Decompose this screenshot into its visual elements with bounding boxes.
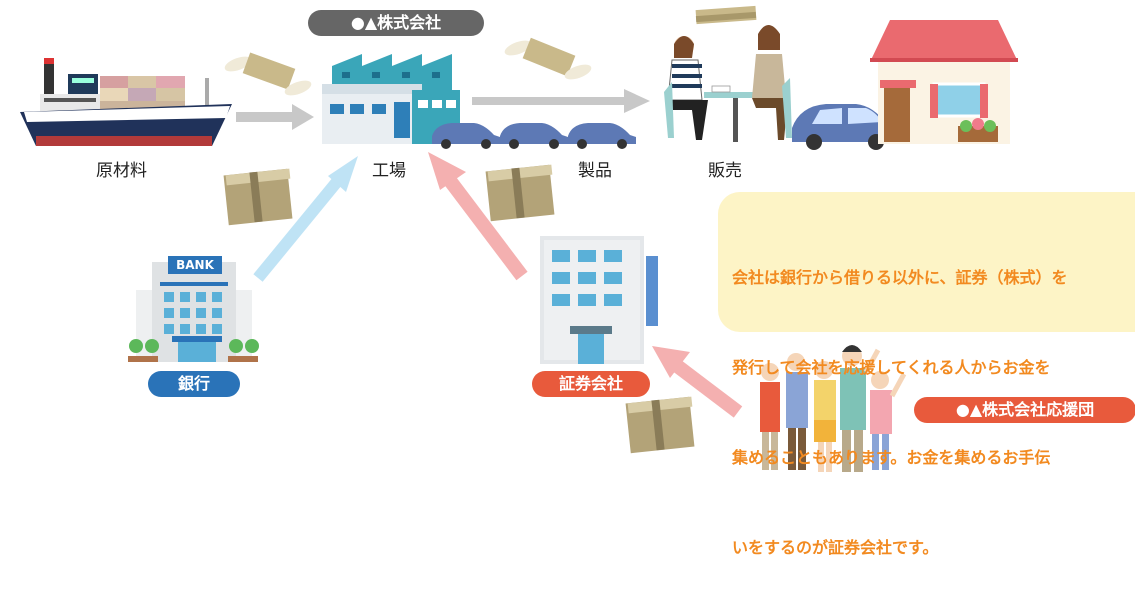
arrow-diagonal-icon — [428, 152, 528, 281]
factory-illustration — [322, 54, 460, 144]
car-icon — [792, 104, 898, 150]
flying-money-icon — [504, 37, 592, 80]
explanation-note — [718, 192, 1135, 332]
flying-money-icon — [224, 52, 312, 96]
company-pill: ●▲株式会社 — [308, 10, 484, 36]
cargo-ship-illustration — [20, 58, 232, 146]
supporters-pill: ●▲株式会社応援団 — [914, 397, 1135, 423]
money-stack-icon — [625, 396, 695, 454]
car-icon — [432, 123, 500, 149]
raw-materials-label: 原材料 — [96, 161, 147, 181]
arrow-diagonal-icon — [652, 346, 743, 418]
money-stack-icon — [223, 168, 293, 226]
car-icon — [568, 123, 636, 149]
car-icon — [500, 123, 568, 149]
illustration-canvas — [20, 5, 1018, 472]
explanation-text: 会社は銀行から借りる以外に、証券（株式）を 発行して会社を応援してくれる人からお… — [732, 203, 1132, 593]
house-illustration — [870, 20, 1018, 144]
sales-label: 販売 — [708, 161, 742, 181]
bank-pill: 銀行 — [148, 371, 240, 397]
bank-sign-text: BANK — [176, 258, 214, 272]
note-line: 会社は銀行から借りる以外に、証券（株式）を — [732, 268, 1068, 287]
securities-building-illustration — [540, 236, 658, 364]
bank-building-illustration — [128, 256, 259, 362]
note-line: 集めることもあります。お金を集めるお手伝 — [732, 448, 1051, 467]
arrow-right-icon — [472, 89, 650, 113]
arrow-right-icon — [236, 104, 314, 130]
note-line: 発行して会社を応援してくれる人からお金を — [732, 358, 1051, 377]
arrow-diagonal-icon — [253, 156, 358, 282]
money-stack-icon — [485, 164, 555, 222]
note-line: いをするのが証券会社です。 — [732, 538, 939, 557]
factory-label: 工場 — [372, 161, 406, 181]
securities-pill: 証券会社 — [532, 371, 650, 397]
supporters-group-illustration — [760, 345, 907, 472]
products-label: 製品 — [578, 161, 612, 181]
sales-meeting-illustration — [664, 5, 792, 142]
